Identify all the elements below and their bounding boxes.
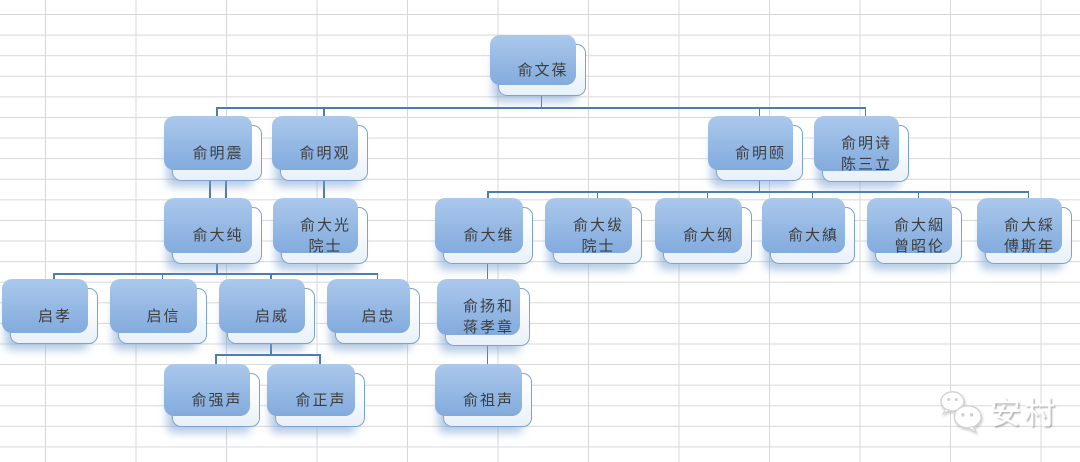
node-yu-dawei[interactable]: 俞大维: [435, 198, 533, 264]
node-yu-dafu[interactable]: 俞大绂 院士: [545, 198, 642, 264]
node-label: 俞大纲: [682, 226, 734, 244]
node-label: 俞明诗: [840, 133, 892, 152]
node-label: 启孝: [37, 306, 72, 325]
node-yu-wenbao[interactable]: 俞文葆: [490, 35, 586, 96]
node-label: 傅斯年: [1003, 236, 1055, 255]
node-label: 俞大纯: [192, 226, 244, 244]
connector: [323, 181, 325, 207]
connector: [486, 346, 489, 373]
connector: [270, 344, 272, 355]
node-label: 启忠: [361, 306, 396, 325]
node-qi-xiao[interactable]: 启孝: [2, 279, 98, 344]
node-label: 俞扬和: [462, 297, 514, 315]
wechat-icon: [940, 390, 982, 433]
node-yu-mingzhen[interactable]: 俞明震: [164, 116, 262, 181]
node-yu-mingyi[interactable]: 俞明颐: [708, 116, 803, 181]
node-label: 陈三立: [840, 154, 892, 173]
node-yu-daguang[interactable]: 俞大光 院士: [273, 198, 368, 264]
node-yu-mingguan[interactable]: 俞明观: [272, 116, 368, 181]
node-yu-mingshi[interactable]: 俞明诗 陈三立: [814, 116, 909, 182]
node-label: 启威: [254, 306, 289, 325]
node-yu-dacai[interactable]: 俞大綵 傅斯年: [977, 198, 1072, 264]
node-label: 蒋孝章: [462, 318, 514, 336]
node-qi-zhong[interactable]: 启忠: [327, 279, 420, 344]
connector: [209, 181, 211, 207]
node-label: 俞文葆: [517, 60, 569, 79]
connector: [215, 354, 322, 356]
node-yu-dazhen[interactable]: 俞大縝: [762, 198, 855, 264]
node-qi-wei[interactable]: 启威: [219, 279, 315, 344]
node-label: 俞大絪: [893, 215, 945, 234]
node-label: 启信: [146, 306, 181, 325]
node-label: 院士: [308, 236, 343, 255]
connector: [487, 191, 1030, 193]
node-yu-dayin[interactable]: 俞大絪 曾昭伦: [867, 198, 962, 264]
connector: [758, 181, 761, 192]
node-label: 俞明震: [192, 143, 244, 162]
node-label: 俞大维: [463, 226, 515, 244]
connector: [53, 273, 379, 275]
watermark-text: 安村: [990, 396, 1058, 432]
node-yu-dagang[interactable]: 俞大纲: [655, 198, 752, 264]
node-label: 曾昭伦: [893, 236, 945, 255]
node-label: 院士: [581, 236, 616, 255]
node-label: 俞祖声: [462, 390, 514, 409]
node-qi-xin[interactable]: 启信: [110, 279, 207, 344]
node-label: 俞明观: [299, 143, 351, 162]
node-yu-dachun[interactable]: 俞大纯: [164, 198, 262, 264]
connector: [540, 96, 543, 108]
node-label: 俞明颐: [734, 143, 786, 162]
node-yu-zusheng[interactable]: 俞祖声: [435, 364, 532, 427]
node-label: 俞大光: [299, 215, 351, 234]
connector: [216, 264, 218, 274]
node-label: 俞大绂: [572, 215, 624, 234]
node-yu-zhengsheng[interactable]: 俞正声: [267, 364, 365, 427]
connector: [216, 107, 867, 109]
node-label: 俞正声: [295, 390, 347, 409]
node-yu-qiangsheng[interactable]: 俞强声: [164, 364, 260, 427]
node-label: 俞强声: [191, 390, 243, 409]
node-label: 俞大綵: [1003, 215, 1055, 234]
node-yu-yanghe[interactable]: 俞扬和 蒋孝章: [437, 279, 530, 346]
node-label: 俞大縝: [787, 226, 839, 244]
connector: [486, 264, 489, 288]
watermark: 安村: [938, 388, 1058, 433]
connector: [225, 181, 227, 207]
